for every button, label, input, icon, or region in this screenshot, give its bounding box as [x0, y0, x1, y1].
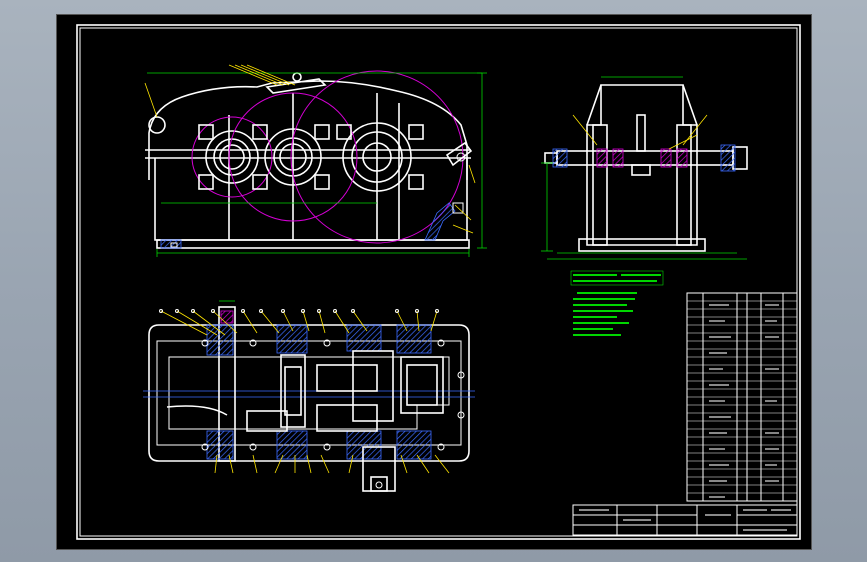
- technical-requirements-block: [570, 270, 664, 336]
- top-section-view: [143, 300, 475, 492]
- parts-list-table: [686, 292, 798, 502]
- drawing-sheet: [56, 14, 812, 550]
- drawing-frame: [76, 24, 801, 540]
- title-block: [572, 504, 798, 536]
- side-view: [541, 76, 748, 260]
- front-view: [144, 64, 487, 257]
- cad-drawing-canvas: [76, 24, 801, 540]
- drawing-inner-frame: [79, 27, 798, 537]
